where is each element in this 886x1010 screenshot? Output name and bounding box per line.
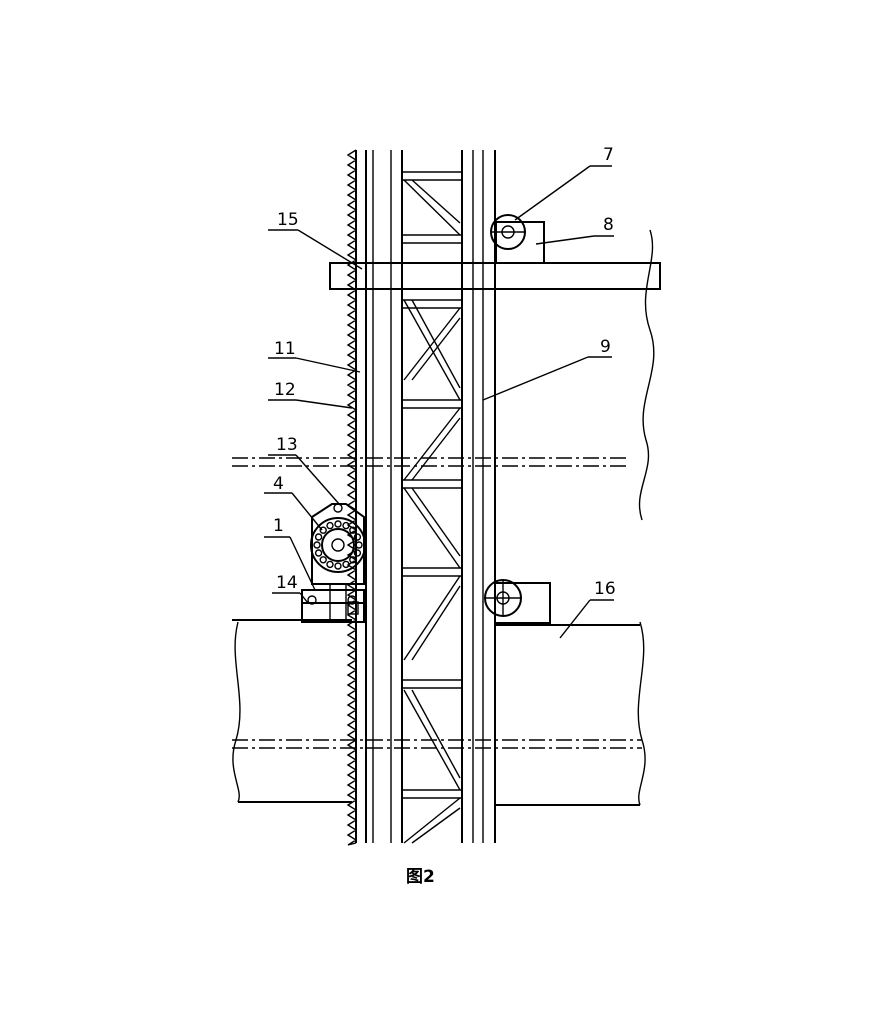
pinion-tooth [342,521,350,530]
label-4: 4 [273,474,284,494]
label-14: 14 [276,573,298,593]
pinion-tooth [319,526,327,534]
pinion-tooth [355,541,363,549]
mast-diagonal [403,487,461,569]
pinion-tooth [319,556,327,564]
mast-diagonal [411,299,461,389]
mast-diagonal [403,299,461,401]
mast-diagonal [403,179,461,236]
guide-roller-7 [490,214,526,250]
beam-15 [329,262,661,290]
pinion-tooth [353,549,362,557]
mast-diagonal [411,317,461,381]
leader-lines [264,165,614,639]
label-11: 11 [274,339,296,359]
label-15: 15 [277,210,299,230]
pinion-tooth [334,520,342,528]
upper-wall-outline [638,229,655,521]
pinion-tooth [326,560,334,569]
pinion-tooth [313,541,321,549]
pinion-tooth [314,549,323,557]
label-16: 16 [594,579,616,599]
pinion-tooth [314,533,323,541]
pinion-tooth [334,562,342,570]
mast-diagonal [403,407,461,481]
label-1: 1 [273,516,284,536]
rack-12 [346,149,358,846]
pinion-tooth [342,560,350,569]
pinion-tooth [326,521,334,530]
mast-section-9 [365,150,496,844]
mast-lacing [402,171,462,844]
label-7: 7 [603,145,614,165]
mast-diagonal [403,797,461,844]
mast-diagonal [411,585,461,661]
label-13: 13 [276,435,298,455]
drive-base-14 [301,584,365,623]
mast-diagonal [403,689,461,791]
pinion-tooth [349,526,357,534]
label-8: 8 [603,215,614,235]
mast-diagonal [411,807,461,844]
figure-caption: 图2 [406,867,435,887]
floor-slab-16 [232,619,646,806]
pinion-4 [310,517,366,573]
mast-diagonal [411,417,461,481]
mast-diagonal [411,487,461,557]
mast-diagonal [411,689,461,779]
mast-diagonal [403,307,461,381]
pinion-tooth [349,556,357,564]
center-lines [232,457,642,749]
guide-roller-lower [484,579,551,624]
label-12: 12 [274,380,296,400]
mast-diagonal [411,179,461,224]
label-9: 9 [600,337,611,357]
pinion-tooth [353,533,362,541]
mast-diagonal [403,575,461,661]
